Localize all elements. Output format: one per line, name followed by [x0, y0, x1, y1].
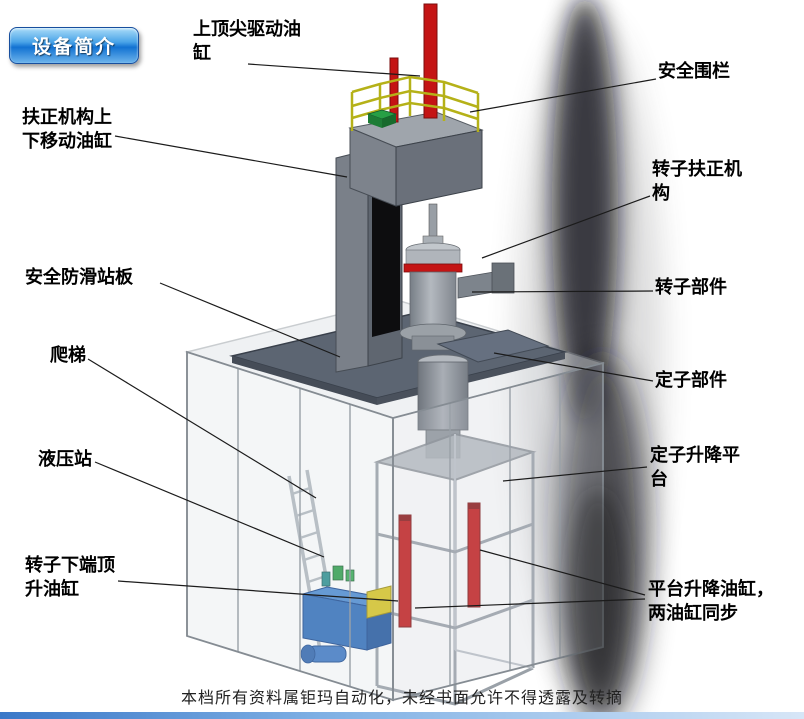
top-cylinder-rod	[389, 3, 438, 123]
platform-lift-cylinders-rods	[398, 502, 481, 628]
rotor-assembly	[399, 203, 515, 351]
press-column	[335, 111, 484, 373]
safety-railing	[350, 75, 480, 132]
callout-stator-lift-platform: 定子升降平台	[650, 445, 740, 489]
callout-top-spindle-cylinder: 上顶尖驱动油缸	[193, 19, 301, 63]
callout-safety-fence: 安全围栏	[658, 61, 730, 81]
callout-rotor-bottom-jack-cylinder: 转子下端顶升油缸	[25, 555, 115, 599]
callout-ladder: 爬梯	[50, 345, 86, 365]
footer-copyright: 本档所有资料属钜玛自动化，未经书面允许不得透露及转摘	[180, 690, 623, 707]
callout-hydraulic-station: 液压站	[38, 449, 92, 469]
callout-stator-part: 定子部件	[655, 370, 727, 390]
title-badge-label: 设备简介	[31, 37, 116, 58]
callout-anti-slip-platform: 安全防滑站板	[25, 267, 133, 287]
callout-platform-lift-cylinders: 平台升降油缸，两油缸同步	[648, 579, 774, 623]
green-box	[366, 109, 398, 128]
smoke-front	[568, 488, 628, 712]
bottom-accent-strip	[0, 712, 804, 719]
callout-rotor-part: 转子部件	[655, 277, 727, 297]
callout-straightener-lift-cylinder: 扶正机构上下移动油缸	[22, 107, 112, 151]
callout-rotor-straightener: 转子扶正机构	[652, 159, 742, 203]
title-badge: 设备简介	[9, 27, 139, 64]
